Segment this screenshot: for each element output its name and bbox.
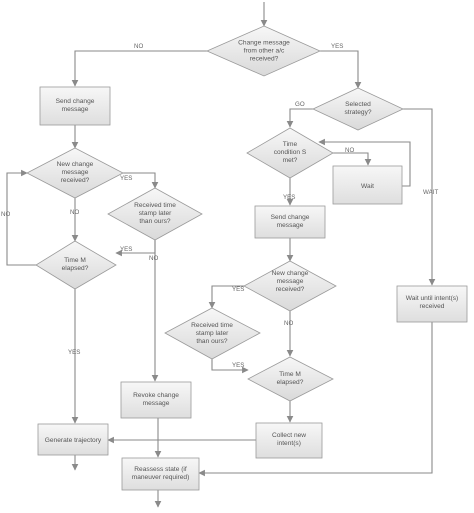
node-line: than ours?: [196, 338, 227, 345]
node-line: New change: [272, 270, 309, 277]
edge-left-new-yes: [123, 172, 159, 189]
edge-label: YES: [68, 349, 80, 356]
edge-go: [286, 108, 313, 128]
node-line: New change: [57, 161, 94, 168]
decision-new-change-left: New change message received?: [26, 147, 124, 199]
box-send-change-left: Send change message: [39, 86, 111, 126]
node-line: stamp later: [196, 330, 229, 337]
edge-label: YES: [331, 43, 343, 50]
node-line: Time: [283, 141, 298, 148]
edge-label: NO: [345, 147, 354, 154]
node-line: condition S: [274, 149, 307, 156]
node-line: Wait: [361, 183, 374, 190]
node-line: elapsed?: [62, 265, 89, 272]
decision-received-time-mid: Received time stamp later than ours?: [164, 307, 261, 360]
edge-label: WAIT: [423, 189, 438, 196]
edge-label: YES: [283, 194, 295, 201]
edge-time-cond-no: [333, 152, 372, 166]
decision-selected-strategy: Selected strategy?: [312, 87, 404, 131]
edge-labels: NO YES YES NO NO YES NO YES GO WAIT NO Y…: [1, 43, 438, 369]
node-line: Generate trajectory: [45, 437, 102, 444]
node-line: Received time: [191, 322, 233, 329]
edge-label: NO: [149, 255, 158, 262]
node-line: message: [143, 400, 170, 407]
box-send-change-mid: Send change message: [254, 205, 326, 239]
node-line: intent(s): [277, 440, 301, 447]
node-line: Time M: [64, 257, 86, 264]
edge-wait-until-reassess: [198, 322, 433, 477]
node-line: message: [62, 169, 89, 176]
node-line: strategy?: [344, 109, 371, 116]
edge-top-no: [71, 50, 207, 87]
box-revoke-change-message: Revoke change message: [120, 381, 192, 419]
edge-label: YES: [232, 362, 244, 369]
decision-received-time-left: Received time stamp later than ours?: [107, 187, 203, 241]
node-line: received?: [276, 286, 305, 293]
box-collect-new-intents: Collect new intent(s): [255, 422, 323, 459]
node-line: from other a/c: [244, 48, 285, 55]
box-wait-until-intents: Wait until intent(s) received: [396, 285, 468, 323]
node-line: Send change: [56, 98, 95, 105]
edge-mid-received-yes: [211, 359, 249, 374]
connectors: [6, 2, 436, 508]
node-line: Collect new: [272, 432, 306, 439]
decision-time-m-left: Time M elapsed?: [35, 240, 117, 290]
edge-left-loop: [6, 169, 36, 266]
node-line: Change message: [238, 40, 290, 47]
node-line: Time M: [279, 371, 301, 378]
node-line: Received time: [134, 202, 176, 209]
decision-new-change-mid: New change message received?: [243, 260, 337, 312]
node-line: elapsed?: [277, 379, 304, 386]
node-line: received?: [61, 177, 90, 184]
node-line: received: [420, 303, 445, 310]
edge-label: NO: [1, 211, 10, 218]
edge-label: NO: [70, 209, 79, 216]
edge-label: NO: [284, 320, 293, 327]
nodes: Change message from other a/c received? …: [26, 25, 468, 491]
box-generate-trajectory: Generate trajectory: [37, 423, 109, 456]
node-line: stamp later: [139, 210, 172, 217]
decision-time-condition-s: Time condition S met?: [246, 127, 334, 179]
node-line: Send change: [271, 214, 310, 221]
edge-label: YES: [120, 246, 132, 253]
edge-label: GO: [295, 101, 305, 108]
node-line: than ours?: [139, 218, 170, 225]
node-line: message: [62, 106, 89, 113]
edge-mid-new-yes: [208, 285, 244, 309]
node-line: Wait until intent(s): [406, 295, 459, 302]
node-line: maneuver required): [132, 474, 190, 481]
edge-label: NO: [134, 43, 143, 50]
node-line: received?: [250, 56, 279, 63]
box-wait: Wait: [332, 165, 403, 205]
box-reassess-state: Reassess state (if maneuver required): [121, 457, 200, 491]
decision-time-m-mid: Time M elapsed?: [247, 356, 334, 402]
node-line: message: [277, 278, 304, 285]
node-line: Reassess state (if: [134, 466, 187, 473]
edge-top-yes: [320, 50, 362, 89]
node-line: met?: [283, 157, 298, 164]
node-line: message: [277, 222, 304, 229]
edge-label: YES: [120, 175, 132, 182]
edge-wait-loop: [318, 138, 411, 187]
decision-change-message-other-ac: Change message from other a/c received?: [206, 25, 321, 77]
node-line: Selected: [345, 101, 371, 108]
edge-label: YES: [232, 286, 244, 293]
edge-wait-strategy: [403, 108, 436, 286]
node-line: Revoke change: [133, 392, 179, 399]
